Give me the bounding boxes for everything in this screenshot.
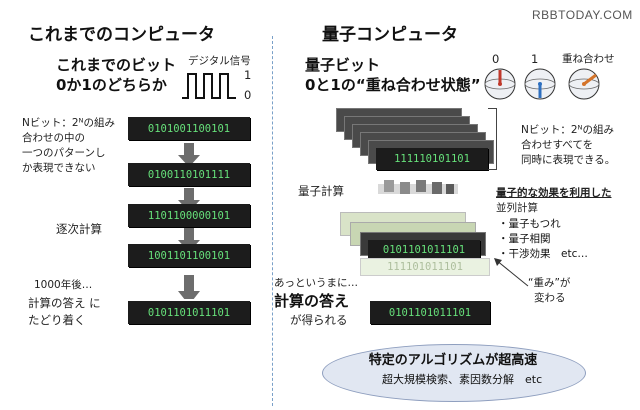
qubit-nbit-note-line1: Nビット：2ᴺの組み: [521, 124, 614, 136]
down-arrow-icon: [178, 275, 200, 299]
pointer-arrow-icon: [494, 258, 529, 287]
signal-high-label: 1: [244, 68, 252, 82]
classical-bits-2: 0100110101111: [128, 163, 250, 186]
algorithm-examples: 超大規模検索、素因数分解 etc: [382, 373, 543, 386]
reach-answer-line1: 計算の答え に: [28, 296, 101, 310]
effect-bullet-correlation: ・量子相関: [498, 233, 551, 245]
effect-bullet-interference: ・干渉効果 etc…: [498, 248, 588, 260]
qubit-heading: 量子ビット: [305, 56, 381, 74]
quantum-answer-line1: 計算の答え: [274, 292, 350, 310]
weight-change-line1: “重み”が: [528, 277, 571, 289]
classical-bits-3: 1101100000101: [128, 204, 250, 227]
parallel-calc-label: 並列計算: [496, 202, 538, 214]
qubit-register-faded: 111101011101: [360, 258, 490, 276]
right-panel-title: 量子コンピュータ: [322, 25, 458, 45]
after-years-label: 1000年後…: [34, 279, 93, 291]
down-arrow-icon: [178, 143, 200, 167]
qubit-nbit-note-line3: 同時に表現できる。: [521, 154, 616, 166]
qubit-desc: 0と1の“重ね合わせ状態”: [305, 76, 481, 94]
qubit-register-mid: 0101101011101: [368, 240, 480, 260]
left-panel-title: これまでのコンピュータ: [28, 25, 215, 45]
reach-answer-line2: たどり着く: [28, 313, 86, 327]
sphere-label-superposition: 重ね合わせ: [562, 53, 615, 65]
nbit-note-line2: 合わせの中の: [22, 132, 85, 144]
bloch-sphere-0-icon: [484, 68, 516, 100]
classical-bits-5: 0101101011101: [128, 301, 250, 324]
signal-low-label: 0: [244, 88, 252, 102]
digital-signal-icon: [182, 73, 236, 99]
effect-bullet-entanglement: ・量子もつれ: [498, 218, 561, 230]
qubit-nbit-note-line2: 合わせすべてを: [521, 139, 594, 151]
instant-label: あっというまに…: [274, 277, 358, 289]
quantum-answer-line2: が得られる: [290, 313, 348, 327]
quantum-gates-icon: [378, 180, 458, 194]
sequential-calc-label: 逐次計算: [56, 222, 102, 236]
bloch-sphere-1-icon: [524, 68, 556, 100]
watermark-text: RBBTODAY.COM: [532, 8, 633, 22]
sphere-label-0: 0: [492, 52, 500, 66]
bloch-sphere-superposition-icon: [568, 68, 600, 100]
nbit-note-line1: Nビット：2ᴺの組み: [22, 117, 115, 129]
classical-bit-desc: 0か1のどちらか: [56, 76, 167, 94]
nbit-note-line3: 一つのパターンし: [22, 147, 106, 159]
section-divider: [272, 36, 273, 406]
qubit-register-front: 111110101101: [376, 148, 488, 170]
sphere-label-1: 1: [531, 52, 539, 66]
stack-bracket: [488, 108, 497, 170]
quantum-answer-bits: 0101101011101: [370, 301, 490, 324]
highlight-ellipse: [322, 344, 586, 402]
classical-bits-1: 0101001100101: [128, 117, 250, 140]
classical-bit-heading: これまでのビット: [56, 56, 177, 74]
classical-bits-4: 1001101100101: [128, 244, 250, 267]
digital-signal-label: デジタル信号: [188, 55, 251, 67]
quantum-calc-label: 量子計算: [298, 184, 344, 198]
algorithm-speed-title: 特定のアルゴリズムが超高速: [368, 353, 538, 368]
quantum-effect-title: 量子的な効果を利用した: [496, 187, 612, 199]
nbit-note-line4: か表現できない: [22, 162, 96, 174]
weight-change-line2: 変わる: [534, 292, 566, 304]
